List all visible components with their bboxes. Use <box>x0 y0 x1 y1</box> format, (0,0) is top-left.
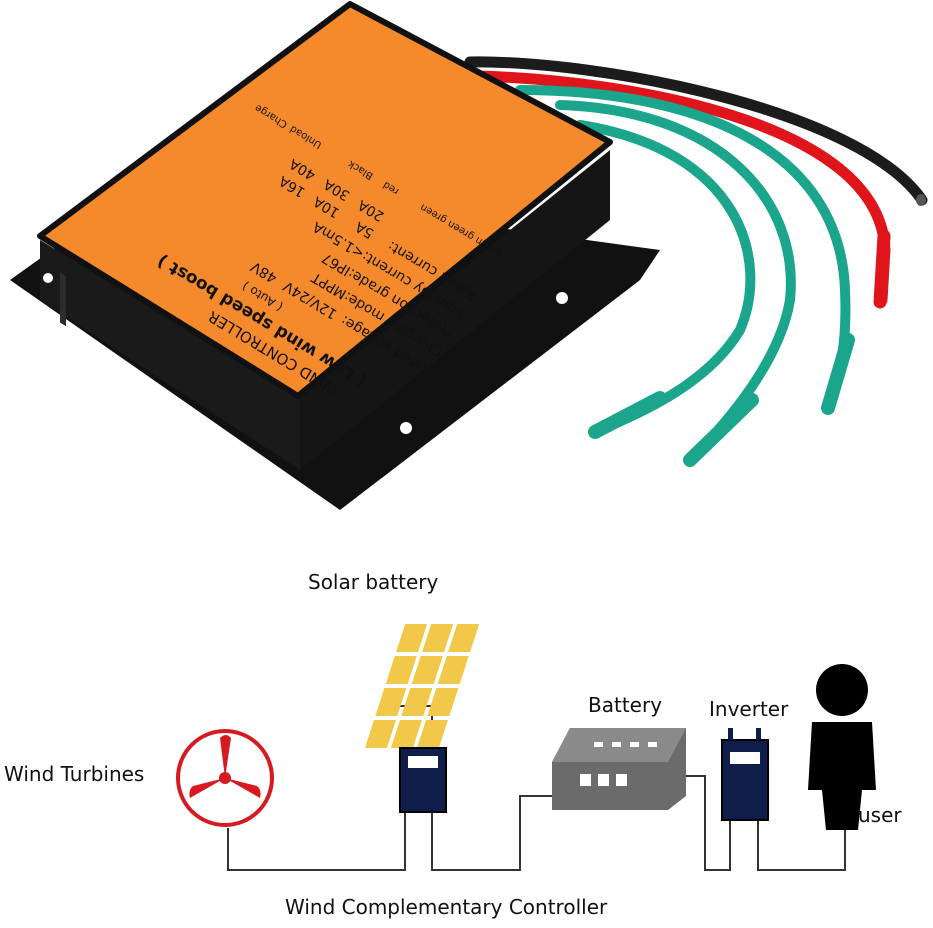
wire-inverter-user <box>757 820 846 871</box>
green-wire-2-tip <box>683 393 759 467</box>
heatsink-fins <box>60 272 66 327</box>
inverter-icon <box>721 728 769 821</box>
mount-hole <box>43 273 53 283</box>
mount-hole <box>400 422 412 434</box>
solar-battery-label: Solar battery <box>308 570 439 594</box>
wire-controller-battery <box>431 795 560 871</box>
diagram <box>176 624 876 871</box>
orange-label <box>37 1 613 399</box>
front-face <box>300 150 610 470</box>
battery-label: Battery <box>588 693 663 717</box>
black-wire-end <box>916 194 926 206</box>
user-icon <box>808 664 876 830</box>
solar-panel-icon <box>364 624 480 748</box>
wire-turbine-controller <box>227 812 406 871</box>
black-wire <box>464 56 928 206</box>
wire-battery-inverter <box>680 775 731 871</box>
user-label: user <box>858 803 902 827</box>
wind-turbines-label: Wind Turbines <box>4 762 145 786</box>
red-wire <box>472 70 891 306</box>
red-wire-tip <box>873 229 891 309</box>
controller-label: Wind Complementary Controller <box>285 895 608 919</box>
battery-icon <box>552 728 686 810</box>
controller-box-icon <box>399 747 447 813</box>
wires <box>464 56 928 467</box>
inverter-label: Inverter <box>709 697 789 721</box>
mount-hole <box>556 292 568 304</box>
heatsink-side <box>40 240 300 470</box>
green-wire-1-tip <box>821 333 855 415</box>
controller-device: WIND CONTROLLER ( Low wind speed boost )… <box>10 1 660 510</box>
wind-turbine-icon <box>176 729 274 827</box>
green-wire-3-tip <box>588 391 667 439</box>
